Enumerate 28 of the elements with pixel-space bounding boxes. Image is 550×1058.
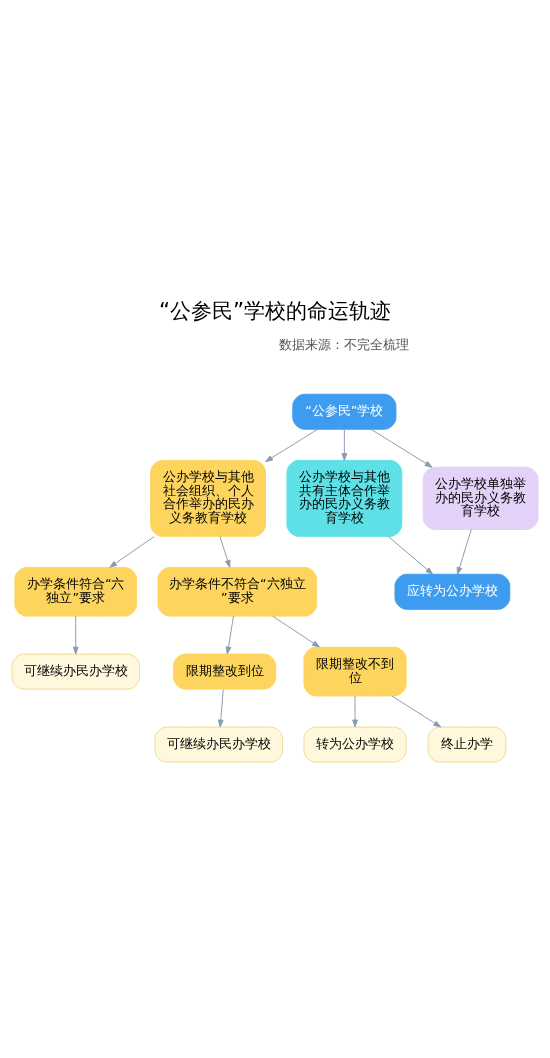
node-box: 公办学校与其他社会组织、个人合作举办的民办义务教育学校: [150, 459, 266, 537]
arrow: [387, 535, 434, 575]
diagram-title: “公参民”学校的命运轨迹: [158, 297, 392, 323]
node-box: 转为公办学校: [303, 726, 407, 763]
node-box: 办学条件符合“六独立”要求: [14, 566, 138, 617]
arrow: [370, 428, 433, 468]
node-box: 终止办学: [427, 726, 507, 763]
arrow: [272, 615, 320, 647]
node-box: 应转为公办学校: [394, 573, 511, 610]
arrow: [219, 535, 231, 568]
node-box: 限期整改到位: [173, 653, 277, 690]
arrow: [265, 428, 318, 462]
node-box: 可继续办民办学校: [11, 653, 140, 690]
node-box: 公办学校与其他共有主体合作举办的民办义务教育学校: [286, 459, 403, 537]
node-box: 可继续办民办学校: [154, 726, 284, 763]
node-box: 限期整改不到位: [303, 646, 407, 696]
arrow: [352, 695, 358, 727]
label: 数据来源：不完全梳理: [279, 336, 410, 352]
arrow: [72, 615, 79, 654]
arrow: [109, 535, 155, 568]
node-box: “公参民”学校: [292, 393, 397, 430]
arrow: [217, 688, 224, 727]
arrow: [341, 428, 348, 461]
arrow: [456, 528, 472, 575]
node-box: 办学条件不符合“六独立”要求: [157, 566, 318, 617]
node-box: 公办学校单独举办的民办义务教育学校: [422, 466, 539, 530]
arrow: [391, 695, 442, 727]
arrow: [225, 615, 234, 654]
